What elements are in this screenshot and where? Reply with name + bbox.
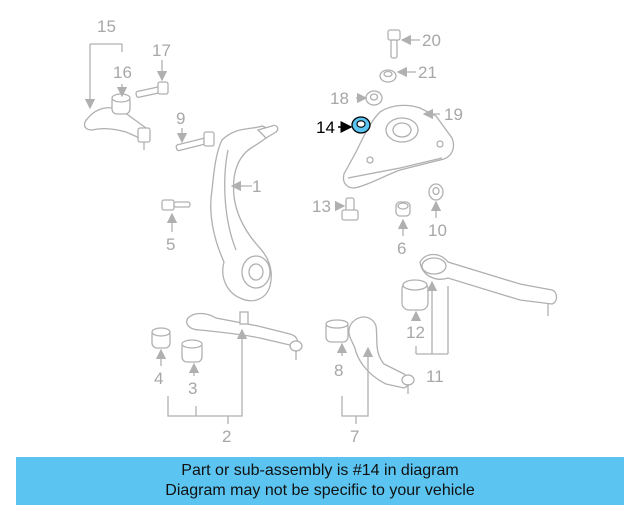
bolt-13-part	[341, 197, 359, 221]
callout-10: 10	[428, 221, 447, 240]
callout-5: 5	[166, 235, 175, 254]
callout-14: 14	[316, 118, 335, 137]
nut-18-part	[365, 90, 383, 106]
lower-arm-7-part	[348, 316, 415, 394]
bolt-9-part	[175, 131, 215, 152]
bushing-12-part	[401, 279, 429, 311]
callout-13: 13	[312, 197, 331, 216]
callout-1: 1	[252, 177, 261, 196]
steering-knuckle-1-part	[210, 124, 279, 302]
callout-11: 11	[426, 367, 444, 386]
callout-2: 2	[222, 427, 231, 446]
bushing-8-part	[325, 319, 349, 343]
bushing-3-part	[181, 339, 203, 363]
parts-diagram: 15 16 17 9 1 5 4 3 2 20 21 18 19 14 13 6…	[83, 17, 558, 446]
thrust-arm-11-part	[419, 253, 558, 316]
callout-15: 15	[97, 17, 116, 36]
callout-3: 3	[188, 379, 197, 398]
banner-part-line: Part or sub-assembly is #14 in diagram	[181, 462, 459, 479]
bolt-20-part	[387, 29, 401, 59]
lower-control-arm-2-part	[186, 311, 303, 360]
bolt-17-part	[135, 81, 169, 98]
washer-21-part	[379, 69, 397, 83]
callout-19: 19	[444, 105, 463, 124]
bushing-16-part	[111, 93, 131, 115]
callout-4: 4	[154, 369, 163, 388]
callout-12: 12	[406, 323, 425, 342]
callout-16: 16	[113, 63, 132, 82]
callout-20: 20	[422, 31, 441, 50]
callout-6: 6	[397, 239, 406, 258]
nut-14-highlighted-part	[351, 116, 371, 134]
callout-9: 9	[176, 109, 185, 128]
bolt-5-part	[161, 199, 191, 211]
callout-17: 17	[152, 41, 171, 60]
callout-18: 18	[330, 89, 349, 108]
bushing-6-part	[395, 201, 411, 217]
nut-10-part	[428, 183, 444, 201]
info-banner: Part or sub-assembly is #14 in diagram D…	[16, 457, 624, 505]
callout-21: 21	[418, 63, 437, 82]
mount-bracket-19-part	[342, 104, 455, 189]
callout-8: 8	[334, 361, 343, 380]
callout-7: 7	[350, 427, 359, 446]
bushing-4-part	[151, 327, 171, 349]
banner-disclaimer-line: Diagram may not be specific to your vehi…	[165, 482, 475, 499]
